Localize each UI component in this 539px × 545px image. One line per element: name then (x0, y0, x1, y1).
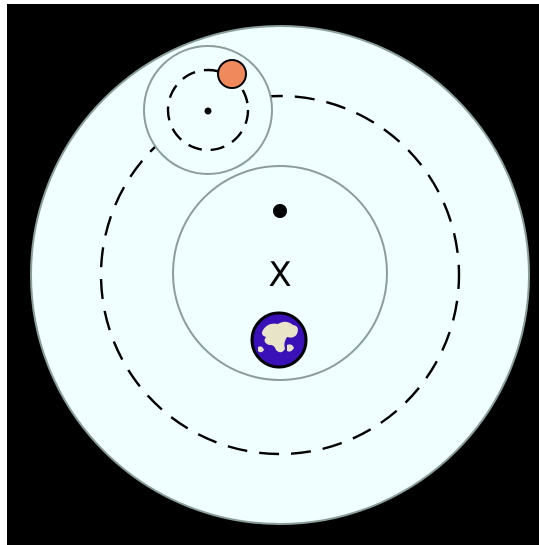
center-marker: X (268, 255, 291, 295)
planet-dot (218, 60, 246, 88)
earth-globe-icon (252, 313, 306, 367)
equant-point-dot (273, 204, 287, 218)
epicycle-center-dot (205, 108, 212, 115)
